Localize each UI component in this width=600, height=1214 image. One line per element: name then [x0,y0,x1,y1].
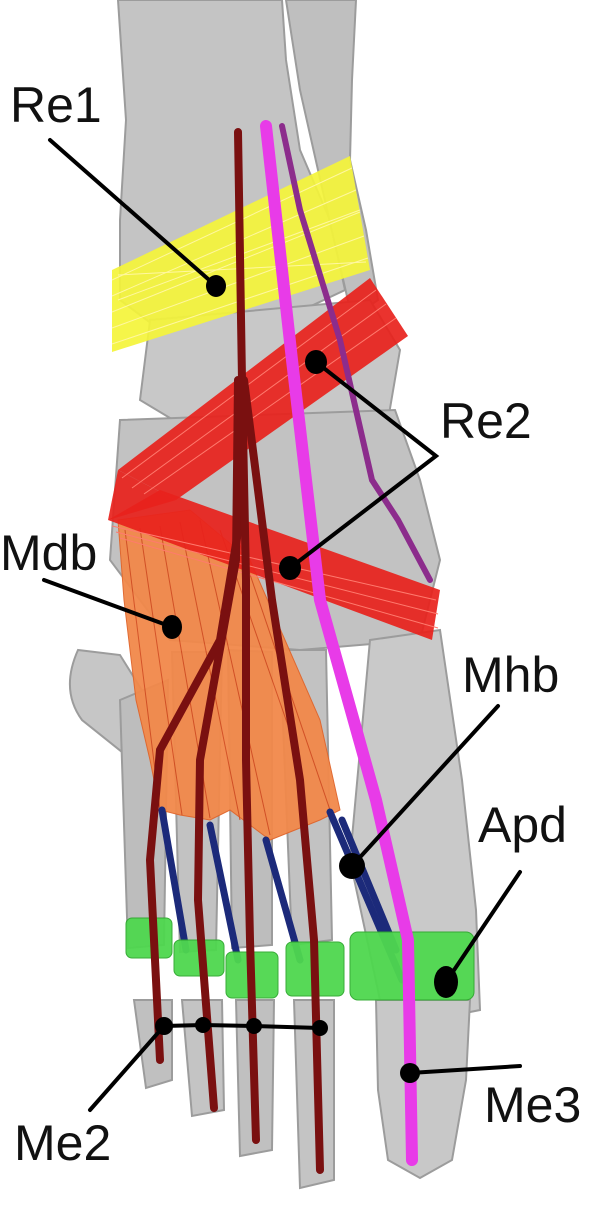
mdb-marker [162,615,182,639]
extensor-digitorum-brevis [117,509,341,841]
leader-lines [42,138,522,1112]
toe-5-phalanx [132,999,173,1090]
re1-leader [48,138,218,288]
label-mdb: Mdb [0,525,97,581]
extensor-digitorum-longus-tendons [145,128,324,1174]
apd-leader [444,870,522,984]
re2-junction [108,470,176,520]
toe-2-phalanx [292,999,335,1190]
me3-leader [408,1064,522,1075]
re2-leader [288,360,440,570]
mdb-leader [42,578,174,629]
hallux-phalanx [374,999,472,1180]
mhb-leader [350,704,500,868]
mhb-marker [339,853,365,879]
re1-marker [206,275,226,297]
tibialis-tendon [279,123,433,583]
extensor-hallucis-longus [260,120,418,1166]
re2-marker-upper [305,350,327,374]
me2-marker-1 [155,1017,173,1035]
re2-marker-lower [279,556,301,580]
label-mhb: Mhb [462,647,559,703]
me2-marker-2 [195,1017,211,1033]
apd-marker [434,966,458,998]
re2-lower-limb [108,490,440,640]
me3-marker [400,1063,420,1083]
label-re2: Re2 [440,393,532,449]
markers [155,275,458,1083]
label-me2: Me2 [14,1115,111,1171]
labels: Re1 Re2 Mdb Mhb Apd Me2 Me3 [0,77,581,1171]
me2-marker-4 [312,1020,328,1036]
me2-marker-3 [246,1018,262,1034]
label-re1: Re1 [10,77,102,133]
label-me3: Me3 [484,1077,581,1133]
label-apd: Apd [478,797,567,853]
apd-band-5 [125,917,173,959]
